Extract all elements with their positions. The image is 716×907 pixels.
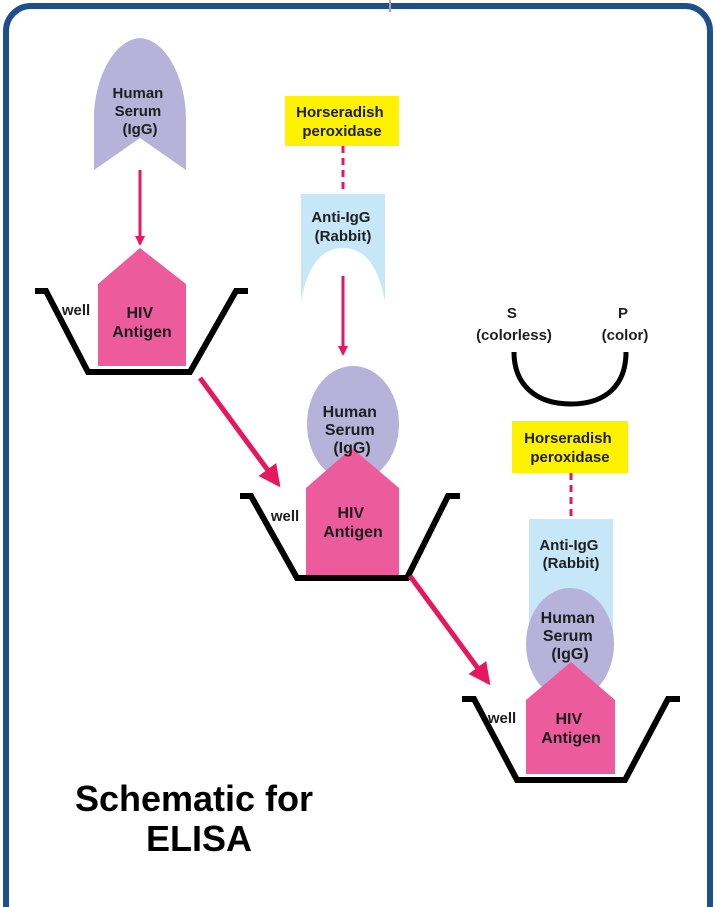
step3-product-label-2: (color) — [602, 327, 649, 344]
svg-text:HIV Antigen: HIV Antigen — [323, 505, 383, 541]
step1-antigen-shape — [98, 248, 186, 366]
step2-antibody-label-2: (Rabbit) — [315, 228, 372, 245]
step2-enzyme-label-2: peroxidase — [302, 123, 381, 140]
step1-serum-label-3: (IgG) — [123, 121, 158, 138]
step2-antibody-shape — [301, 194, 385, 302]
step3-enzyme-box — [512, 421, 628, 473]
step3-antibody-label-1: Anti-IgG — [539, 537, 598, 554]
step2-serum-shape — [307, 366, 399, 482]
step2-to-step3-arrow — [407, 574, 491, 686]
svg-text:S (colorless): S (colorless) — [476, 305, 552, 344]
step1-well — [35, 288, 248, 375]
step3-serum-label-2: Serum — [543, 628, 593, 645]
step2-serum-label-2: Serum — [325, 422, 375, 439]
step3-well-label: well — [487, 710, 516, 727]
step2-antibody-label-1: Anti-IgG — [311, 209, 370, 226]
step1-serum-shape — [94, 38, 186, 170]
step3-antigen-shape — [526, 662, 615, 774]
step2-enzyme-box — [285, 96, 399, 146]
svg-text:P (color): P (color) — [602, 305, 649, 344]
step3-product-label-1: P — [618, 305, 628, 322]
step2-antigen-shape — [306, 448, 399, 578]
svg-text:Human Serum (I: Human Serum (IgG) — [112, 85, 167, 138]
step2-serum-label-1: Human — [323, 404, 377, 421]
step2-well-label: well — [270, 508, 299, 525]
step1-serum-label-2: Serum — [115, 103, 162, 120]
step3-reaction-arc — [511, 351, 629, 407]
step1-serum-label-1: Human — [112, 85, 163, 102]
step-3-group: S (colorless) P (color) Horseradish pero… — [462, 305, 680, 783]
diagram-title-line-2: ELISA — [146, 818, 252, 859]
step2-antigen-label-1: HIV — [337, 505, 364, 522]
step2-antigen-label-2: Antigen — [323, 524, 383, 541]
step3-well — [462, 696, 680, 783]
step3-antigen-label-2: Antigen — [541, 730, 601, 747]
step3-serum-label-1: Human — [541, 610, 595, 627]
step2-serum-label-3: (IgG) — [333, 440, 370, 457]
svg-text:Human Serum (I: Human Serum (IgG) — [323, 404, 382, 457]
diagram-title-line-1: Schematic for — [75, 778, 313, 819]
step1-well-label: well — [61, 302, 90, 319]
svg-text:Anti-IgG (Rabbit): Anti-IgG (Rabbit) — [539, 537, 602, 572]
step3-antigen-label-1: HIV — [555, 711, 582, 728]
step1-to-step2-arrow — [197, 376, 281, 488]
step1-antigen-label-2: Antigen — [112, 324, 172, 341]
step1-antigen-label-1: HIV — [126, 305, 153, 322]
step3-enzyme-label-1: Horseradish — [524, 430, 612, 447]
svg-text:HIV Antigen: HIV Antigen — [541, 711, 601, 747]
svg-text:HIV Antigen: HIV Antigen — [112, 305, 172, 341]
step2-enzyme-label-1: Horseradish — [296, 104, 384, 121]
step3-serum-label-3: (IgG) — [551, 646, 588, 663]
svg-text:Anti-IgG (Rabbit): Anti-IgG (Rabbit) — [311, 209, 374, 245]
step3-serum-shape — [526, 588, 614, 700]
diagram-title: Schematic for ELISA — [75, 778, 323, 859]
step3-substrate-label-2: (colorless) — [476, 327, 552, 344]
top-divider-tick — [389, 0, 391, 12]
step3-substrate-label-1: S — [507, 305, 517, 322]
step3-antibody-label-2: (Rabbit) — [543, 555, 600, 572]
step2-well — [240, 493, 460, 581]
step3-enzyme-label-2: peroxidase — [530, 449, 609, 466]
step-2-group: Horseradish peroxidase Anti-IgG (Rabbit)… — [240, 96, 460, 581]
svg-text:Horseradish peroxidase: Horseradish peroxidase — [296, 104, 388, 140]
svg-text:Horseradish peroxidase: Horseradish peroxidase — [524, 430, 616, 466]
svg-text:Human Serum (I: Human Serum (IgG) — [541, 610, 600, 663]
step-1-group: Human Serum (IgG) HIV Antigen well — [35, 38, 248, 375]
